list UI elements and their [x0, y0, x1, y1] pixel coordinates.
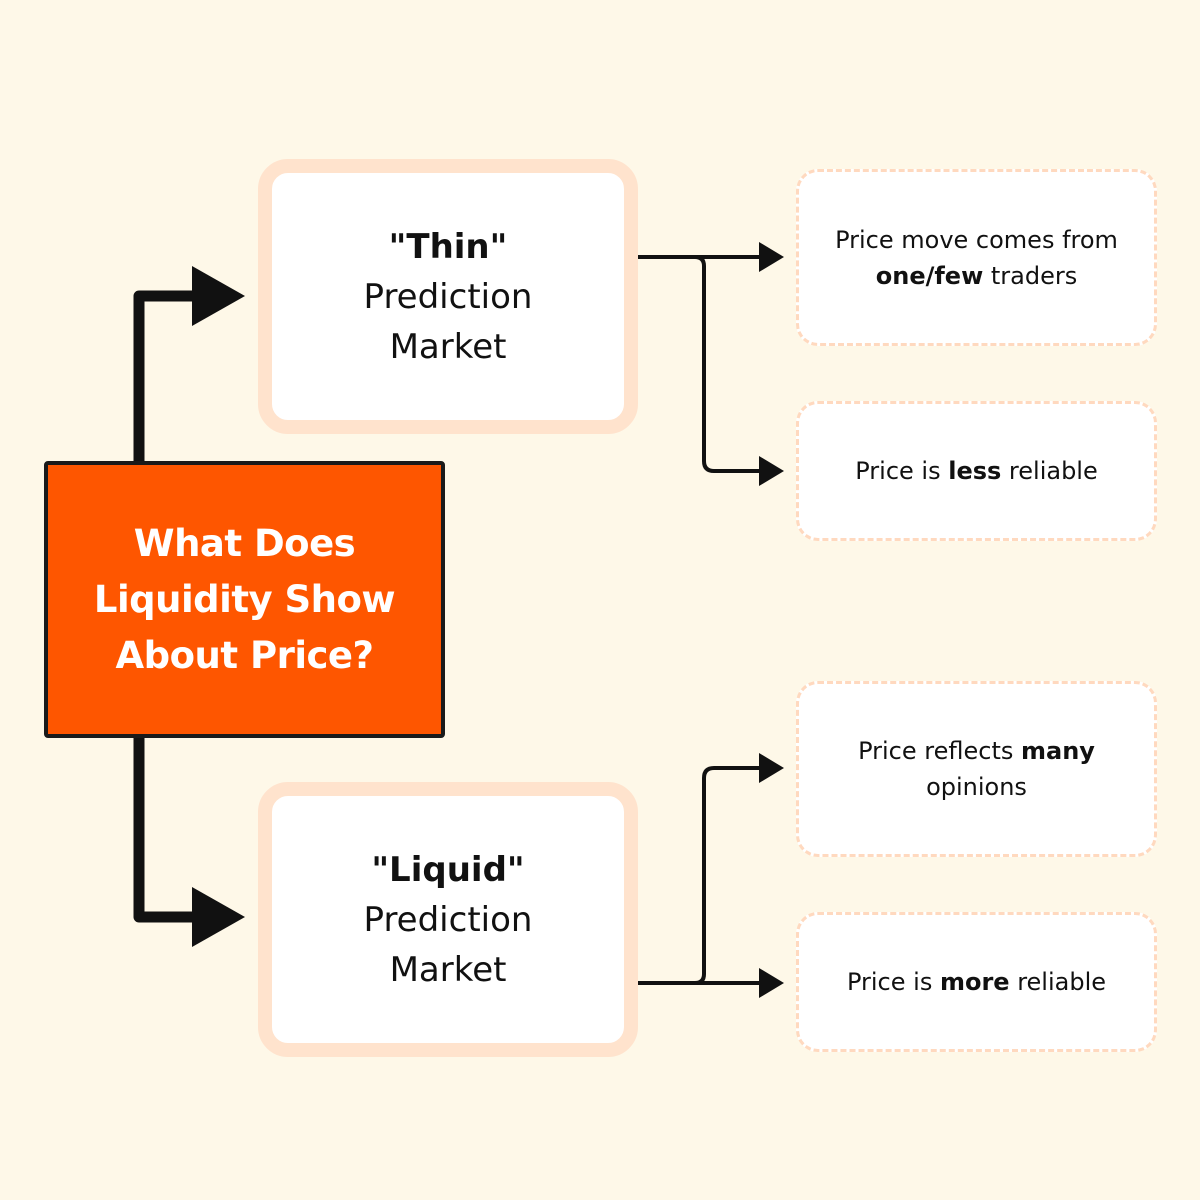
- arrowhead-to-thin: [192, 266, 245, 326]
- connector-thin-to-less-reliable: [694, 255, 765, 473]
- result-box-more-reliable: Price is more reliable: [796, 912, 1157, 1052]
- arrowhead-to-move: [759, 242, 784, 272]
- connector-center-to-thin: [133, 290, 198, 461]
- result-text-emphasis: less: [948, 457, 1002, 485]
- result-text-part: Price move comes from: [835, 225, 1118, 254]
- center-title: What Does Liquidity Show About Price?: [93, 521, 396, 677]
- thin-market-line2: Prediction: [363, 276, 533, 317]
- liquid-market-line2: Prediction: [363, 899, 533, 940]
- liquid-market-box: "Liquid" Prediction Market: [258, 782, 638, 1057]
- result-text-more-reliable: Price is more reliable: [827, 964, 1127, 1000]
- result-box-price-move: Price move comes from one/few traders: [796, 169, 1157, 346]
- arrowhead-to-opinions: [759, 753, 784, 783]
- result-box-many-opinions: Price reflects many opinions: [796, 681, 1157, 857]
- center-question-box: What Does Liquidity Show About Price?: [44, 461, 445, 738]
- thin-market-box: "Thin" Prediction Market: [258, 159, 638, 434]
- connector-center-to-liquid: [133, 738, 198, 923]
- result-text-price-move: Price move comes from one/few traders: [827, 222, 1127, 294]
- liquid-market-line3: Market: [389, 949, 507, 990]
- thin-market-label: "Thin" Prediction Market: [364, 222, 533, 372]
- liquid-market-name: "Liquid": [371, 849, 525, 890]
- arrowhead-to-liquid: [192, 887, 245, 947]
- result-text-emphasis: more: [939, 968, 1010, 996]
- result-text-part: reliable: [1001, 457, 1098, 485]
- result-text-part: traders: [983, 261, 1078, 290]
- arrowhead-to-more-reliable: [759, 968, 784, 998]
- result-box-less-reliable: Price is less reliable: [796, 401, 1157, 541]
- result-text-many-opinions: Price reflects many opinions: [827, 733, 1127, 805]
- arrowhead-to-less-reliable: [759, 456, 784, 486]
- thin-market-line3: Market: [389, 326, 507, 367]
- liquid-market-label: "Liquid" Prediction Market: [364, 845, 533, 995]
- result-text-part: Price reflects: [858, 737, 1021, 765]
- connector-liquid-to-opinions: [694, 766, 765, 985]
- result-text-emphasis: many: [1020, 737, 1095, 765]
- result-text-less-reliable: Price is less reliable: [827, 453, 1127, 489]
- result-text-part: Price is: [855, 457, 949, 485]
- result-text-emphasis: one/few: [875, 261, 984, 290]
- result-text-part: opinions: [926, 773, 1027, 801]
- result-text-part: Price is: [846, 968, 940, 996]
- thin-market-name: "Thin": [388, 226, 508, 267]
- result-text-part: reliable: [1009, 968, 1107, 996]
